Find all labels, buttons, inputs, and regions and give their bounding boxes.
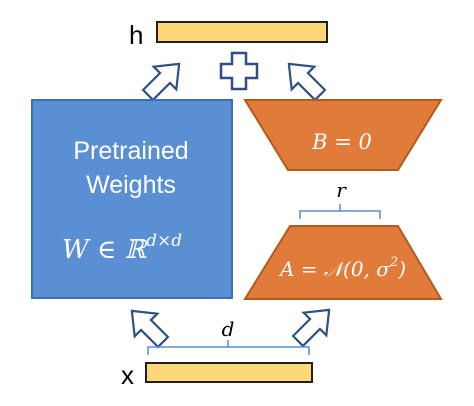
label-r: r bbox=[336, 178, 347, 202]
pretrained-formula-main: W ∈ ℝ bbox=[62, 235, 147, 265]
pretrained-weights-block bbox=[31, 99, 233, 299]
arrow-x-to-a bbox=[291, 308, 331, 348]
matrix-a-block bbox=[243, 225, 443, 300]
matrix-b-block bbox=[243, 99, 443, 171]
r-brace bbox=[299, 204, 381, 219]
matrix-a-formula-sup: 2 bbox=[389, 255, 398, 270]
plus-icon bbox=[219, 51, 259, 91]
arrow-up-left-icon bbox=[130, 309, 170, 349]
pretrained-label-line1: Pretrained bbox=[73, 137, 188, 165]
matrix-a-formula: A = 𝒩(0, σ2) bbox=[278, 255, 406, 281]
matrix-a-formula-main: A = 𝒩(0, σ bbox=[278, 257, 391, 281]
pretrained-formula-sup: d×d bbox=[146, 231, 182, 251]
d-brace bbox=[147, 340, 310, 355]
arrow-up-right-icon bbox=[291, 308, 331, 348]
matrix-a-formula-end: ) bbox=[397, 257, 406, 281]
pretrained-label-line2: Weights bbox=[86, 171, 176, 199]
output-h-bar bbox=[156, 21, 328, 43]
arrow-up-right-icon bbox=[141, 62, 181, 102]
arrow-b-to-h bbox=[287, 62, 327, 102]
label-d: d bbox=[222, 317, 235, 341]
matrix-b-formula: B = 0 bbox=[311, 130, 372, 154]
arrow-pretrained-to-h bbox=[141, 62, 181, 102]
pretrained-formula: W ∈ ℝd×d bbox=[62, 231, 182, 265]
arrow-x-to-pretrained bbox=[130, 309, 170, 349]
arrow-up-left-icon bbox=[287, 62, 327, 102]
input-x-bar bbox=[145, 362, 313, 383]
label-h: h bbox=[129, 20, 143, 50]
label-x: x bbox=[121, 360, 134, 390]
